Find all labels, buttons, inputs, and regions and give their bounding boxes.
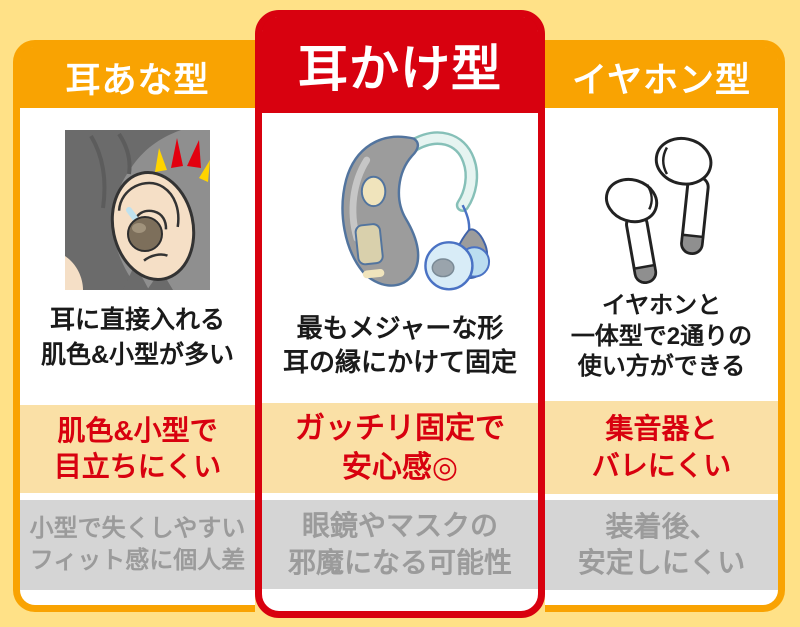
column-in-ear-type: 耳あな型 耳に直接入れる 肌色&小型が多い	[13, 40, 255, 612]
pro-line: 安心感◎	[341, 451, 459, 484]
column-header: 耳かけ型	[262, 17, 538, 113]
description-line: イヤホンと	[601, 292, 722, 319]
figure-behind-ear	[262, 118, 538, 304]
column-description: イヤホンと 一体型で2通りの 使い方ができる	[545, 291, 778, 383]
figure-earphone	[545, 120, 778, 286]
description-line: 耳の縁にかけて固定	[282, 346, 517, 377]
column-behind-ear-type: 耳かけ型 最もメジャーな形 耳の縁にかけて固定 ガッチリ固定で 安心感◎ 眼鏡や…	[255, 10, 545, 618]
con-box: 装着後、 安定しにくい	[545, 500, 778, 590]
con-line: 邪魔になる可能性	[287, 546, 512, 578]
description-line: 耳に直接入れる	[49, 306, 225, 334]
con-line: 安定しにくい	[577, 547, 746, 578]
column-header-label: イヤホン型	[572, 61, 751, 100]
con-line: 装着後、	[605, 510, 718, 542]
in-ear-hearing-aid-illustration	[65, 130, 210, 290]
wireless-earbuds-illustration	[604, 136, 712, 284]
column-header: イヤホン型	[545, 47, 778, 108]
pro-line: ガッチリ固定で	[295, 412, 505, 445]
column-header: 耳あな型	[20, 47, 255, 108]
description-line: 肌色&小型が多い	[40, 341, 235, 369]
pro-box: 集音器と バレにくい	[545, 401, 778, 494]
column-header-label: 耳あな型	[65, 61, 210, 100]
pro-line: 目立ちにくい	[53, 451, 222, 482]
pro-line: 肌色&小型で	[57, 414, 218, 446]
figure-in-ear	[20, 130, 255, 290]
column-earphone-type: イヤホン型 イヤホンと 一体型で2通りの 使い方ができる 集音器と バレにくい	[545, 40, 785, 612]
con-box: 小型で失くしやすい フィット感に個人差	[20, 500, 255, 590]
pro-box: ガッチリ固定で 安心感◎	[262, 403, 538, 493]
con-line: 眼鏡やマスクの	[301, 510, 498, 542]
behind-the-ear-hearing-aid-illustration	[341, 131, 491, 291]
pro-line: 集音器と	[605, 413, 718, 445]
con-line: フィット感に個人差	[29, 547, 246, 574]
con-line: 小型で失くしやすい	[29, 514, 246, 542]
description-line: 一体型で2通りの	[570, 322, 753, 350]
column-header-label: 耳かけ型	[298, 41, 502, 97]
description-line: 最もメジャーな形	[296, 313, 504, 343]
pro-box: 肌色&小型で 目立ちにくい	[20, 405, 255, 493]
description-line: 使い方ができる	[577, 353, 746, 381]
column-description: 耳に直接入れる 肌色&小型が多い	[20, 303, 255, 373]
column-description: 最もメジャーな形 耳の縁にかけて固定	[262, 312, 538, 380]
pro-line: バレにくい	[591, 449, 732, 481]
con-box: 眼鏡やマスクの 邪魔になる可能性	[262, 500, 538, 589]
